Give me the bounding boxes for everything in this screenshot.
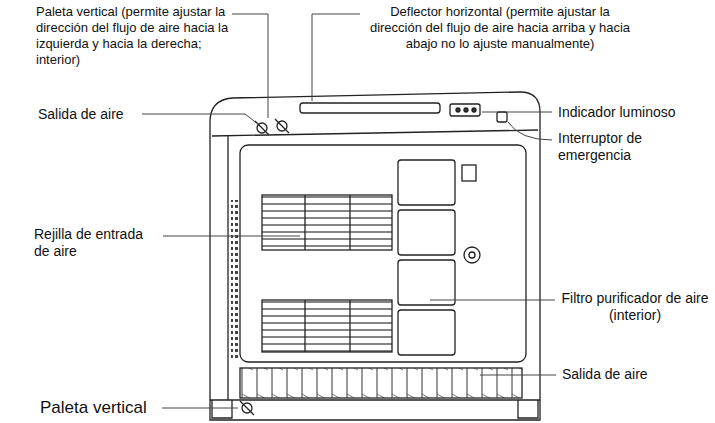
part-label: Filtro purificador de aire (interior) [560,290,710,324]
part-label: Salida de aire [562,366,648,383]
part-label: Indicador luminoso [558,104,676,121]
housing [210,92,540,420]
part-label: Paleta vertical (permite ajustar la dire… [36,4,231,68]
part-label: Paleta vertical [40,398,147,418]
part-label: Rejilla de entrada de aire [34,226,159,260]
part-label: Deflector horizontal (permite ajustar la… [365,4,635,52]
leader-lines [142,14,556,408]
part-label: Interruptor de emergencia [558,130,698,164]
part-label: Salida de aire [38,106,124,123]
